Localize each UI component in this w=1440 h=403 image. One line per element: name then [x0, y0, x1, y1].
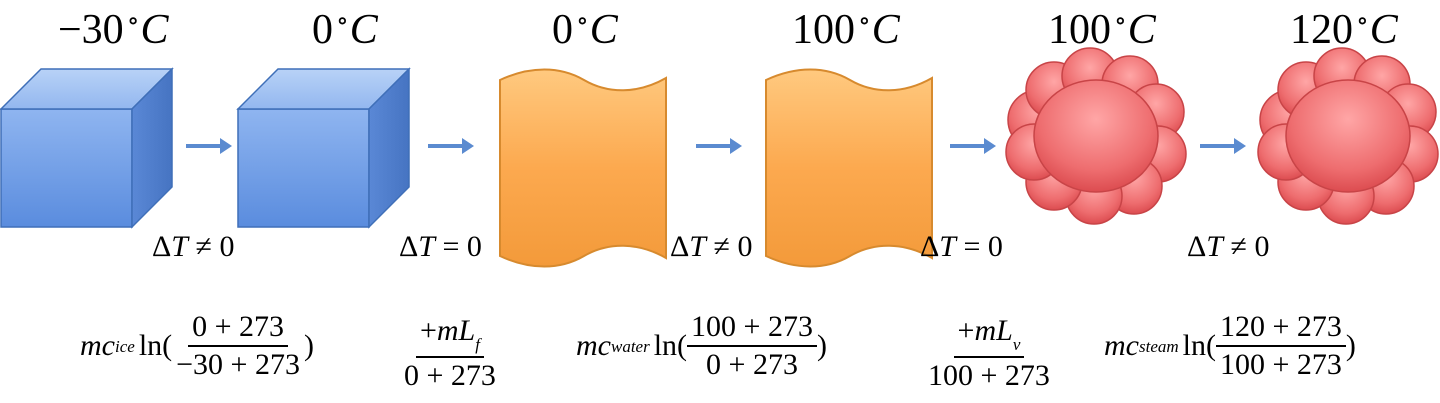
- formula-plus: +: [957, 314, 975, 347]
- delta-t-label-5: ΔT ≠ 0: [1187, 232, 1269, 262]
- formula-coefficient: mc: [80, 329, 115, 362]
- temperature-symbol: T: [1206, 230, 1223, 263]
- formula-numerator: 100 + 273: [687, 312, 817, 347]
- temp-label-steam-end: 120∘C: [1290, 6, 1398, 53]
- formula-melting: +mLf 0 + 273: [400, 316, 500, 391]
- arrow-right-icon: [694, 136, 744, 156]
- temperature-symbol: T: [689, 230, 706, 263]
- formula-coefficient: mL: [974, 314, 1013, 347]
- formula-fraction: 120 + 273 100 + 273: [1215, 312, 1346, 381]
- temp-label-ice-start: −30∘C: [58, 6, 169, 53]
- temperature-symbol: T: [418, 230, 435, 263]
- water-block-1: [499, 68, 667, 268]
- formula-close-paren: ): [816, 329, 827, 362]
- temp-value: −30: [58, 7, 124, 53]
- degree-symbol: ∘: [126, 6, 140, 35]
- ice-cube-1: [0, 68, 173, 228]
- temp-value: 120: [1290, 7, 1353, 53]
- temp-label-ice-melt: 0∘C: [312, 6, 378, 53]
- formula-ln: ln(: [1182, 329, 1216, 362]
- arrow-right-icon: [1198, 136, 1248, 156]
- delta-t-label-3: ΔT ≠ 0: [670, 232, 752, 262]
- degree-symbol: ∘: [858, 6, 871, 35]
- formula-numerator: +mLf: [415, 314, 484, 358]
- formula-ln: ln(: [653, 329, 688, 362]
- temp-unit: C: [1127, 7, 1156, 53]
- temp-label-water-boil: 100∘C: [792, 6, 900, 53]
- delta-t-label-4: ΔT = 0: [920, 232, 1003, 262]
- delta-value: 0: [219, 230, 235, 263]
- formula-numerator: 120 + 273: [1215, 312, 1346, 347]
- temperature-symbol: T: [939, 230, 956, 263]
- delta-symbol: Δ: [1187, 230, 1207, 263]
- steam-cloud-1: [1005, 47, 1187, 225]
- formula-subscript: f: [475, 335, 480, 354]
- degree-symbol: ∘: [1356, 6, 1369, 35]
- formula-numerator: +mLv: [953, 314, 1025, 358]
- temp-unit: C: [1369, 7, 1398, 53]
- formula-subscript: steam: [1138, 336, 1179, 356]
- steam-cloud-2: [1257, 47, 1439, 225]
- temp-value: 0: [312, 7, 333, 53]
- temp-unit: C: [871, 7, 900, 53]
- formula-denominator: −30 + 273: [176, 348, 300, 381]
- relation-symbol: ≠: [195, 230, 212, 263]
- formula-subscript: ice: [114, 336, 135, 356]
- temperature-symbol: T: [171, 230, 188, 263]
- formula-denominator: 0 + 273: [706, 348, 798, 381]
- formula-fraction: +mLf 0 + 273: [400, 316, 500, 391]
- temp-value: 100: [792, 7, 855, 53]
- temp-label-water-start: 0∘C: [552, 6, 618, 53]
- delta-symbol: Δ: [399, 230, 419, 263]
- relation-symbol: =: [442, 230, 460, 263]
- delta-value: 0: [987, 230, 1003, 263]
- formula-coefficient: mc: [1104, 329, 1139, 362]
- formula-subscript: water: [610, 336, 650, 356]
- arrow-right-icon: [948, 136, 998, 156]
- formula-coefficient: mc: [576, 329, 611, 362]
- relation-symbol: =: [963, 230, 981, 263]
- delta-t-label-2: ΔT = 0: [399, 232, 482, 262]
- formula-coefficient: mL: [436, 314, 476, 347]
- relation-symbol: ≠: [1230, 230, 1247, 263]
- delta-value: 0: [737, 230, 753, 263]
- formula-denominator: 100 + 273: [928, 359, 1050, 392]
- formula-plus: +: [419, 314, 437, 347]
- formula-fraction: 0 + 273 −30 + 273: [172, 312, 304, 380]
- degree-symbol: ∘: [336, 6, 349, 35]
- formula-close-paren: ): [1345, 329, 1356, 362]
- temp-unit: C: [140, 7, 169, 53]
- formula-ln: ln(: [138, 329, 173, 362]
- delta-symbol: Δ: [920, 230, 940, 263]
- relation-symbol: ≠: [713, 230, 730, 263]
- formula-fraction: 100 + 273 0 + 273: [687, 312, 817, 380]
- formula-numerator: 0 + 273: [188, 312, 289, 347]
- arrow-right-icon: [184, 136, 234, 156]
- delta-t-label-1: ΔT ≠ 0: [152, 232, 234, 262]
- formula-denominator: 0 + 273: [404, 359, 496, 392]
- water-block-2: [765, 68, 933, 268]
- delta-value: 0: [466, 230, 482, 263]
- formula-close-paren: ): [303, 329, 314, 362]
- temp-unit: C: [349, 7, 378, 53]
- arrow-right-icon: [426, 136, 476, 156]
- ice-cube-2: [237, 68, 410, 228]
- delta-value: 0: [1254, 230, 1270, 263]
- temp-value: 0: [552, 7, 573, 53]
- formula-vaporizing: +mLv 100 + 273: [924, 316, 1054, 391]
- temp-unit: C: [589, 7, 618, 53]
- formula-fraction: +mLv 100 + 273: [924, 316, 1054, 391]
- temp-label-steam-start: 100∘C: [1048, 6, 1156, 53]
- degree-symbol: ∘: [576, 6, 589, 35]
- delta-symbol: Δ: [152, 230, 172, 263]
- temp-value: 100: [1048, 7, 1111, 53]
- degree-symbol: ∘: [1114, 6, 1127, 35]
- formula-subscript: v: [1012, 335, 1021, 354]
- delta-symbol: Δ: [670, 230, 690, 263]
- formula-denominator: 100 + 273: [1219, 348, 1342, 381]
